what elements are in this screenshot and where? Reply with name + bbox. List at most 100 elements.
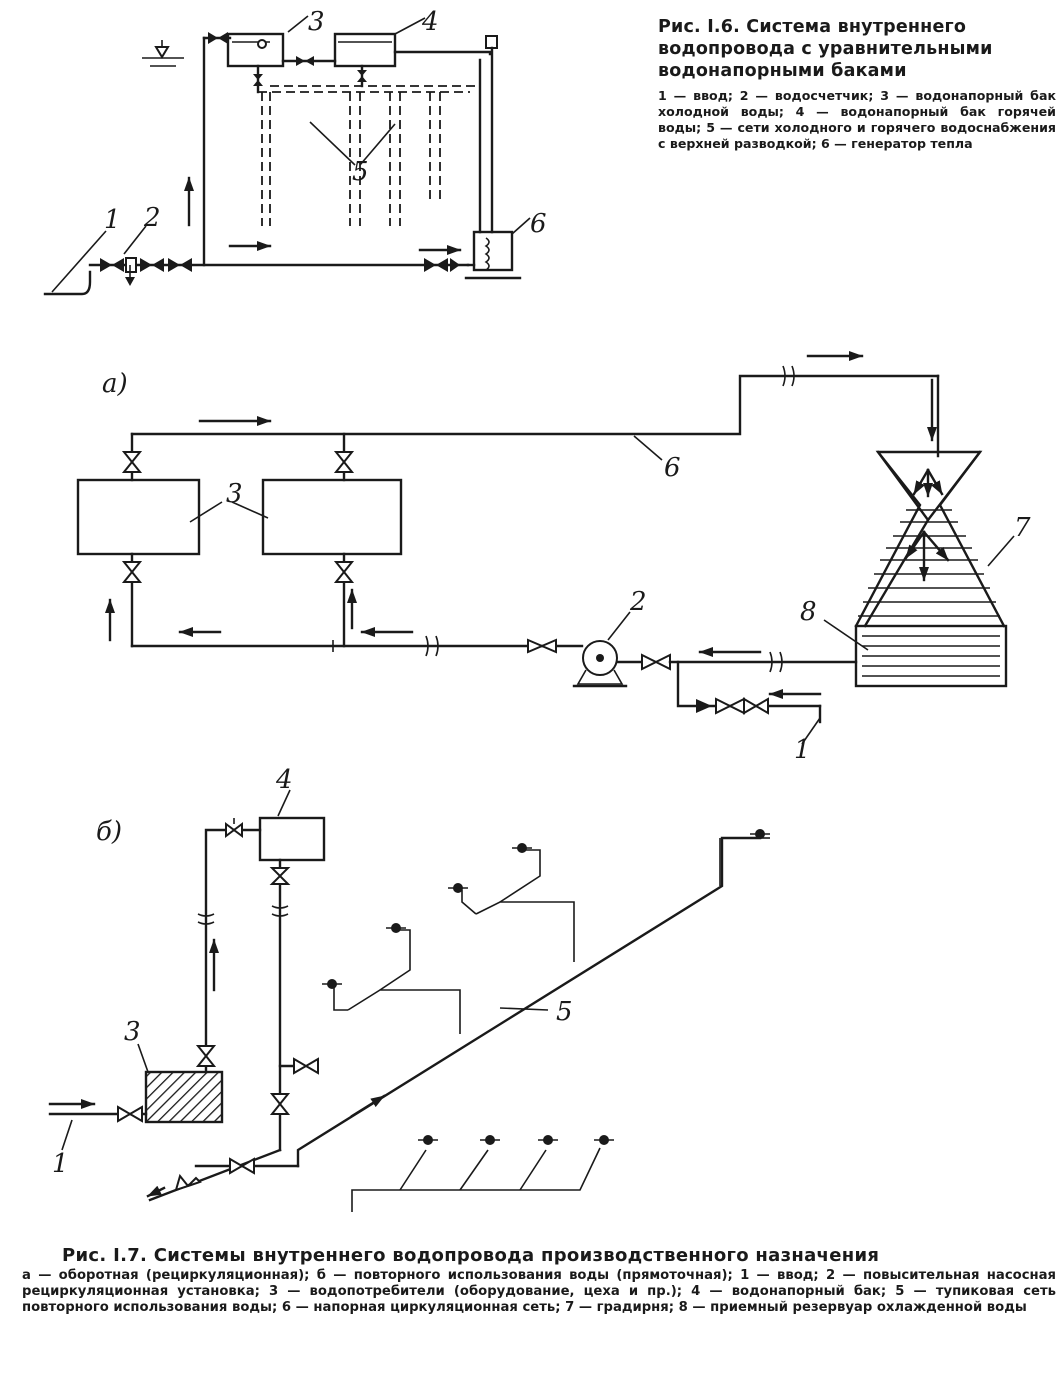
fig16-outlet-valve-4 <box>357 70 367 82</box>
fig16-legend-item: 4 — водонапорный бак горячей воды; <box>658 104 1056 135</box>
fig17b-valve-network <box>229 1157 255 1175</box>
fig17-legend: а — оборотная (рециркуляционная); б — по… <box>22 1268 1056 1316</box>
fig16-check-valve <box>450 258 460 272</box>
fig17a-label-1: 1 <box>794 735 811 765</box>
fig16-label-1: 1 <box>104 205 121 235</box>
fig17b-break-riser <box>197 913 215 925</box>
fig16-heat-generator <box>464 230 522 280</box>
fig17a-leader-3b <box>231 501 269 519</box>
fig16-tank-cold <box>226 32 285 68</box>
fig17b-water-tower <box>258 816 326 862</box>
fig17b-schematic: б) <box>48 765 770 1212</box>
fig17a-leader-7 <box>987 535 1015 567</box>
fig16-legend-item: 2 — водосчетчик; <box>739 88 881 103</box>
fig16-network <box>258 85 480 226</box>
fig17b-consumer <box>144 1070 224 1124</box>
fig17a-label-6: 6 <box>664 453 681 483</box>
fig17-legend-item: 5 — тупиковая сеть повторного использова… <box>22 1284 1056 1315</box>
fig17a-supply-pipe <box>130 374 940 436</box>
fig17b-valve-tank-out <box>269 867 291 885</box>
fig16-legend-item: 6 — генератор тепла <box>821 136 973 151</box>
fig17a-consumer-1 <box>76 478 201 556</box>
fig17b-tank-inlet-valve <box>225 822 243 838</box>
fig17a-leader-1 <box>801 717 821 745</box>
fig17b-label-1: 1 <box>52 1149 69 1179</box>
fig16-float-valve <box>208 32 228 44</box>
fig17-title: Рис. I.7. Системы внутреннего водопровод… <box>62 1245 880 1266</box>
fig17b-leader-1 <box>61 1119 73 1151</box>
fig16-legend-item: 1 — ввод; <box>658 88 740 103</box>
fig16-leader-5a <box>309 121 356 166</box>
fig17b-leader-3 <box>137 1043 149 1073</box>
fig17a-cooling-tower <box>854 450 1006 628</box>
fig17b-valve-diag <box>174 1173 202 1192</box>
fig17b-diagonal-out <box>148 1148 282 1202</box>
fig17a-check-valve <box>696 699 712 713</box>
fig17-legend-item: 4 — водонапорный бак; <box>691 1284 896 1299</box>
fig17a-consumer-2 <box>261 478 403 556</box>
fig16-label-2: 2 <box>143 203 161 233</box>
fig17-legend-item: 3 — водопотребители (оборудование, цеха … <box>268 1284 692 1299</box>
fig17b-valve-input <box>117 1105 143 1123</box>
fig16-legend-item: 5 — сети холодного и горячего водоснабже… <box>658 120 1056 151</box>
fig16-label-3: 3 <box>308 7 325 37</box>
fig16-label-5: 5 <box>352 157 369 187</box>
fig17a-break-reservoir <box>769 651 783 673</box>
fig17a-valve-in-2 <box>333 451 355 473</box>
fig16-ground-line <box>43 270 92 296</box>
fig17a-break-return <box>425 635 439 657</box>
fig17b-arrow-out <box>146 1185 166 1198</box>
fig16-leader-6 <box>511 217 531 235</box>
fig17a-valve-pump-out <box>641 653 671 671</box>
fig16-air-vent <box>485 35 498 49</box>
fig17b-branches <box>333 837 770 1212</box>
fig17-legend-item: б — повторного использования воды (прямо… <box>316 1268 741 1283</box>
fig16-tank-hot <box>333 32 397 68</box>
fig17a-valve-pump-in <box>527 638 557 654</box>
fig16-schematic: 1 2 3 4 5 6 <box>43 7 547 296</box>
fig17-legend-item: а — оборотная (рециркуляционная); <box>22 1268 317 1283</box>
fig17a-leader-8 <box>823 619 869 651</box>
fig17a-valve-makeup-2 <box>743 697 769 715</box>
fig17a-leader-2 <box>607 611 631 641</box>
fig17b-label-3: 3 <box>124 1017 141 1047</box>
fig16-leader-5b <box>359 123 396 166</box>
fig17b-leader-5 <box>499 1007 549 1011</box>
fig16-caption: Рис. I.6. Система внутреннего водопровод… <box>658 16 1056 152</box>
fig16-title: Рис. I.6. Система внутреннего водопровод… <box>658 17 993 81</box>
fig17b-label-5: 5 <box>556 997 573 1027</box>
fig16-legend: 1 — ввод; 2 — водосчетчик; 3 — водонапор… <box>658 88 1056 152</box>
fig17a-valve-out-2 <box>333 561 355 583</box>
fig17a-reservoir <box>854 624 1008 688</box>
fig17-legend-item: 7 — градирня; <box>565 1300 679 1315</box>
fig16-label-6: 6 <box>530 209 547 239</box>
fig17b-leader-4 <box>277 789 291 817</box>
fig16-leader-3 <box>287 15 309 33</box>
fig16-valve-a <box>424 258 448 272</box>
fig17a-label-7: 7 <box>1014 513 1031 543</box>
fig16-leader-1 <box>51 230 107 293</box>
fig17b-break-downpipe <box>271 905 289 917</box>
fig16-leader-2 <box>123 225 147 255</box>
fig16-legend-item: 3 — водонапорный бак холодной воды; <box>658 88 1057 119</box>
fig17a-leader-6 <box>633 435 663 461</box>
fig17b-valve-riser <box>195 1045 217 1067</box>
fig17a-valve-in-1 <box>121 451 143 473</box>
fig17b-panel-label: б) <box>96 817 122 847</box>
fig16-link-valve <box>296 56 314 66</box>
fig17-legend-item: 6 — напорная циркуляционная сеть; <box>281 1300 566 1315</box>
fig17a-label-3: 3 <box>226 479 243 509</box>
fig17b-valve-side <box>293 1057 319 1075</box>
fig16-label-4: 4 <box>421 7 439 37</box>
fig17a-break-top <box>782 365 795 387</box>
fig17b-taps <box>322 829 770 1145</box>
fig16-outlet-valve-3 <box>253 74 263 86</box>
fig17a-pump <box>572 640 642 688</box>
fig16-leader-4 <box>394 17 426 35</box>
fig16-water-level-symbol <box>142 40 184 67</box>
fig17-legend-item: 2 — повысительная насосная рециркуляцион… <box>22 1268 1056 1299</box>
fig17a-label-2: 2 <box>629 587 647 617</box>
fig17-legend-item: 1 — ввод; <box>740 1268 826 1283</box>
fig17b-main-network <box>296 836 762 1168</box>
